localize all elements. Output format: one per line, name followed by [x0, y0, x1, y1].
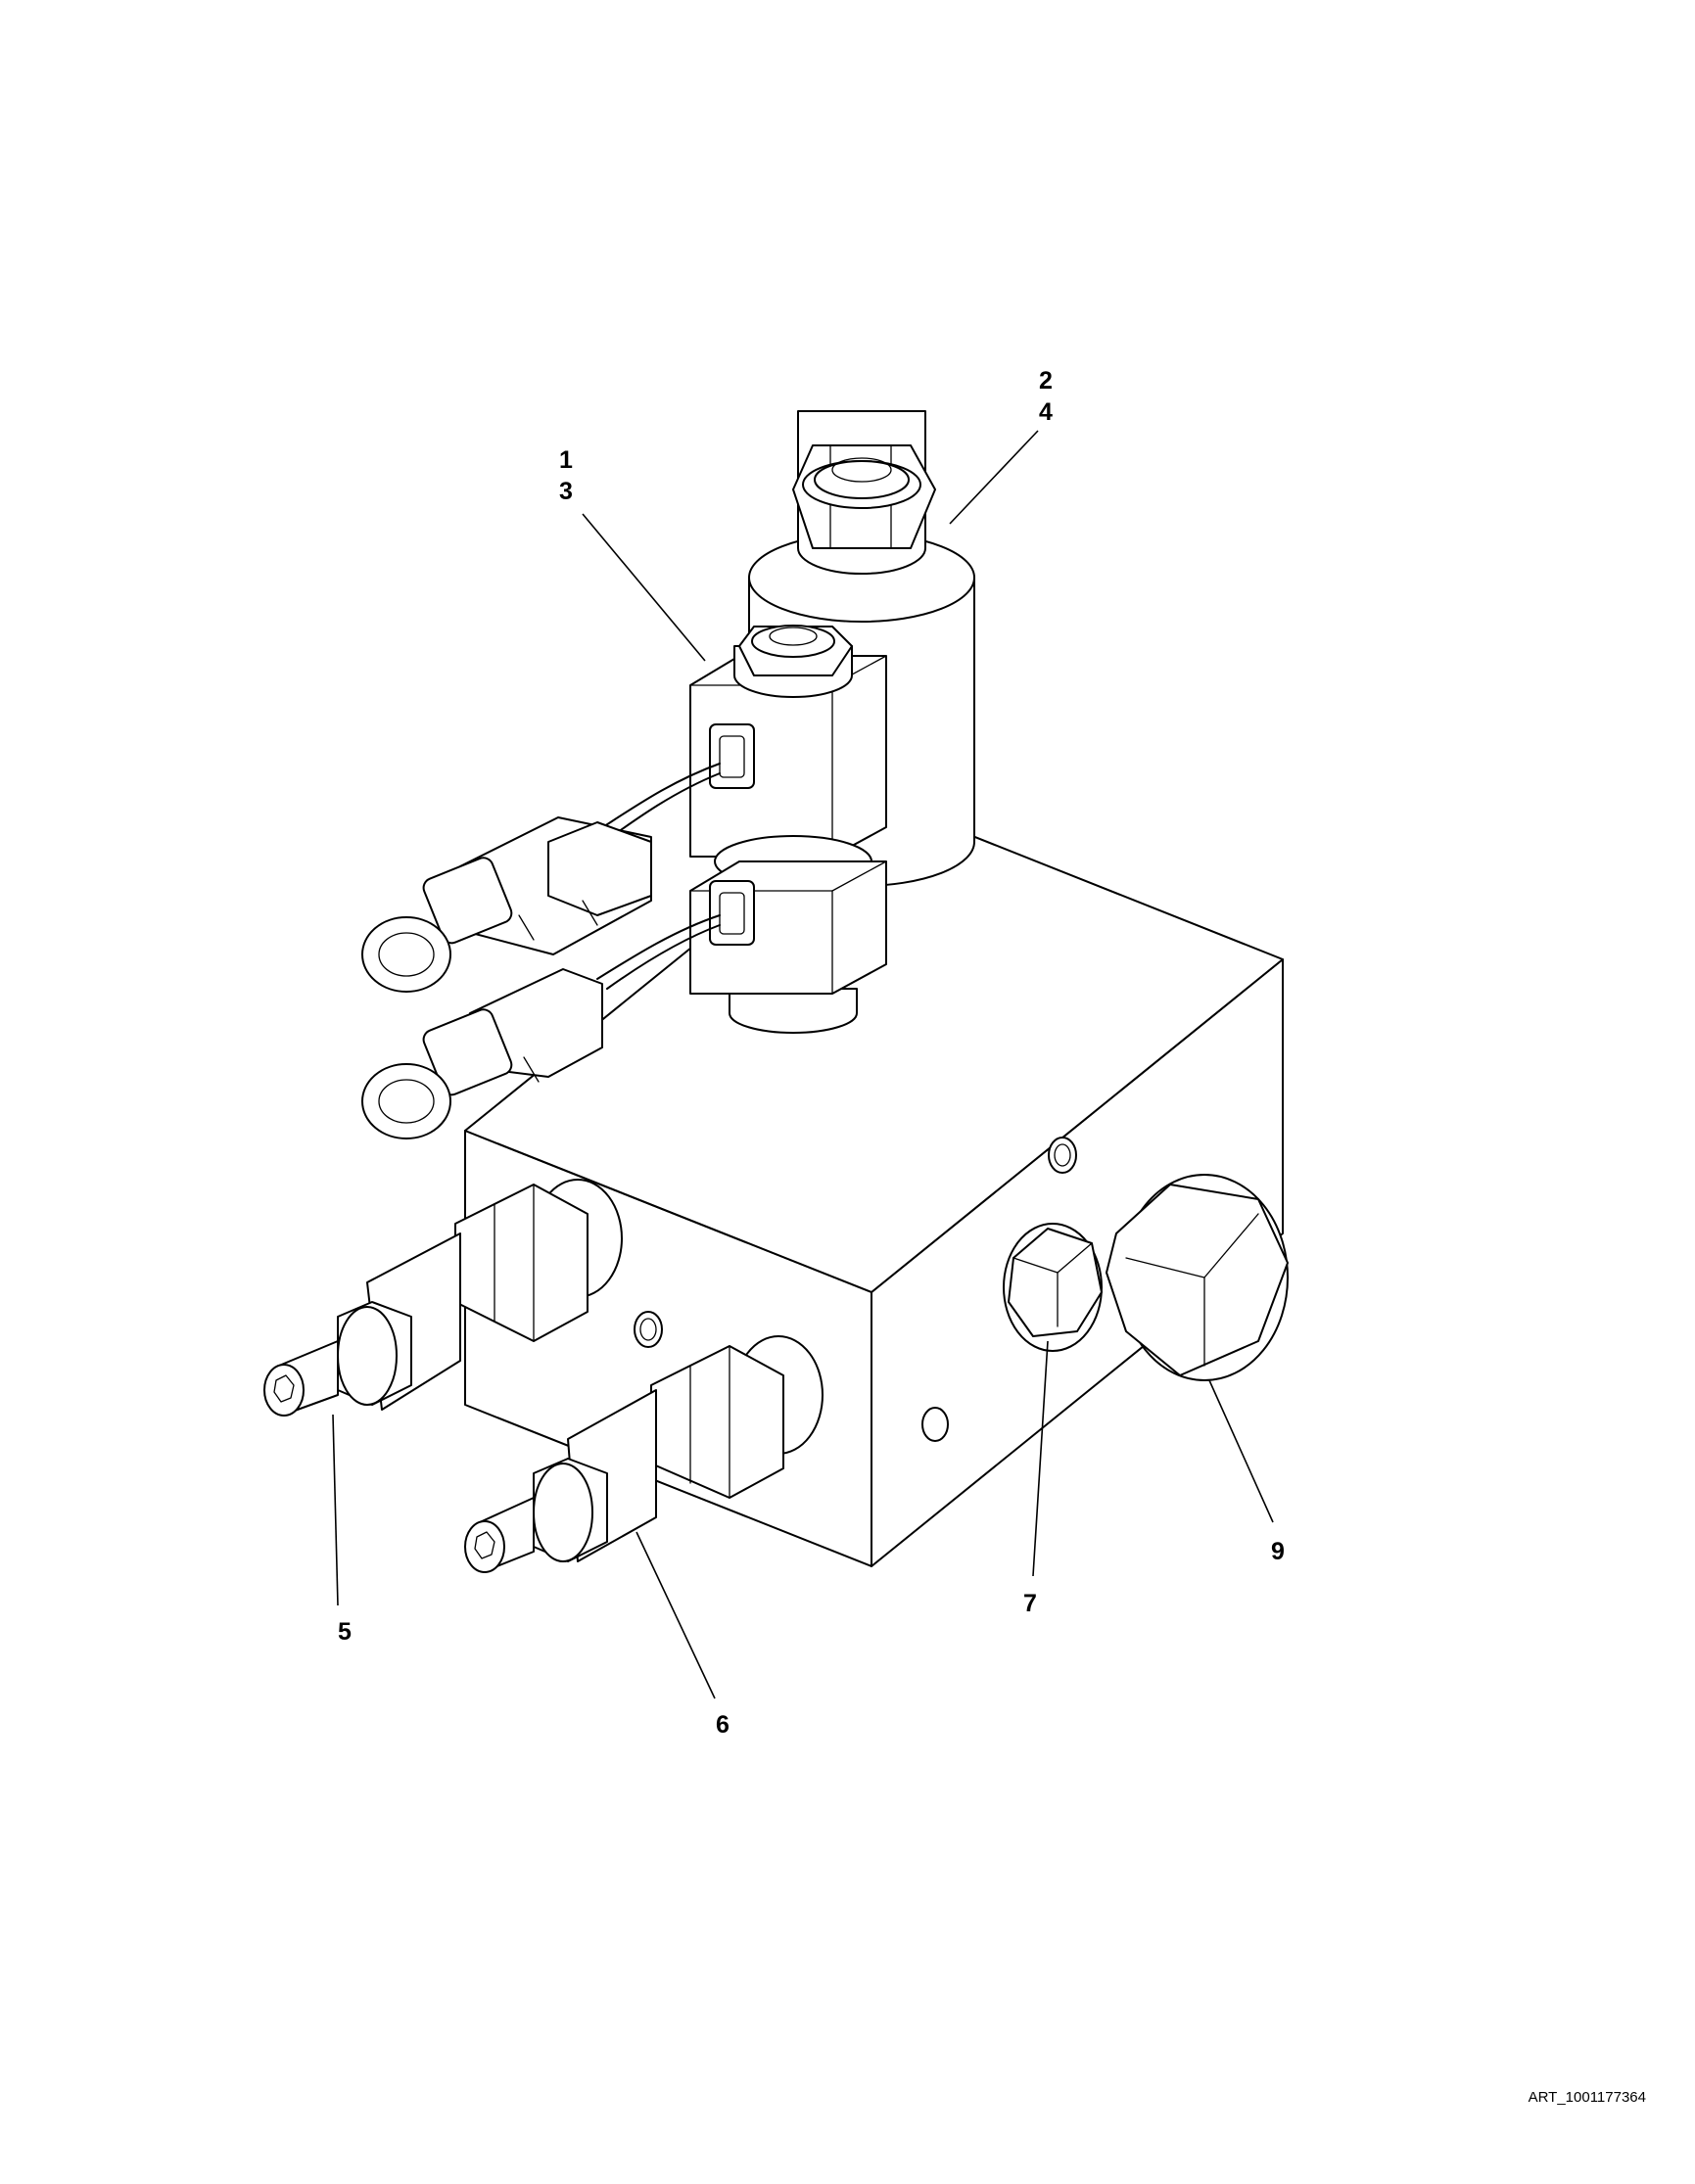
callouts: 1 3 2 4 5 6 7 9	[338, 367, 1285, 1739]
front-solenoid-valve	[689, 625, 887, 1034]
hex-plug-9	[1106, 1174, 1289, 1381]
cartridge-valve-6	[464, 1335, 824, 1573]
callout-4: 4	[1039, 398, 1053, 426]
art-id-label: ART_1001177364	[1529, 2089, 1646, 2106]
cartridge-valve-5	[263, 1179, 623, 1417]
callout-7: 7	[1023, 1590, 1037, 1617]
lower-electrical-connector	[361, 968, 603, 1139]
callout-1: 1	[559, 446, 573, 474]
callout-5: 5	[338, 1618, 352, 1646]
upper-electrical-connector	[361, 816, 652, 993]
hex-plug-7	[1003, 1223, 1103, 1352]
callout-9: 9	[1271, 1538, 1285, 1565]
callout-2: 2	[1039, 367, 1053, 395]
callout-3: 3	[559, 478, 573, 505]
callout-6: 6	[716, 1711, 730, 1739]
leader-lines	[332, 430, 1274, 1699]
